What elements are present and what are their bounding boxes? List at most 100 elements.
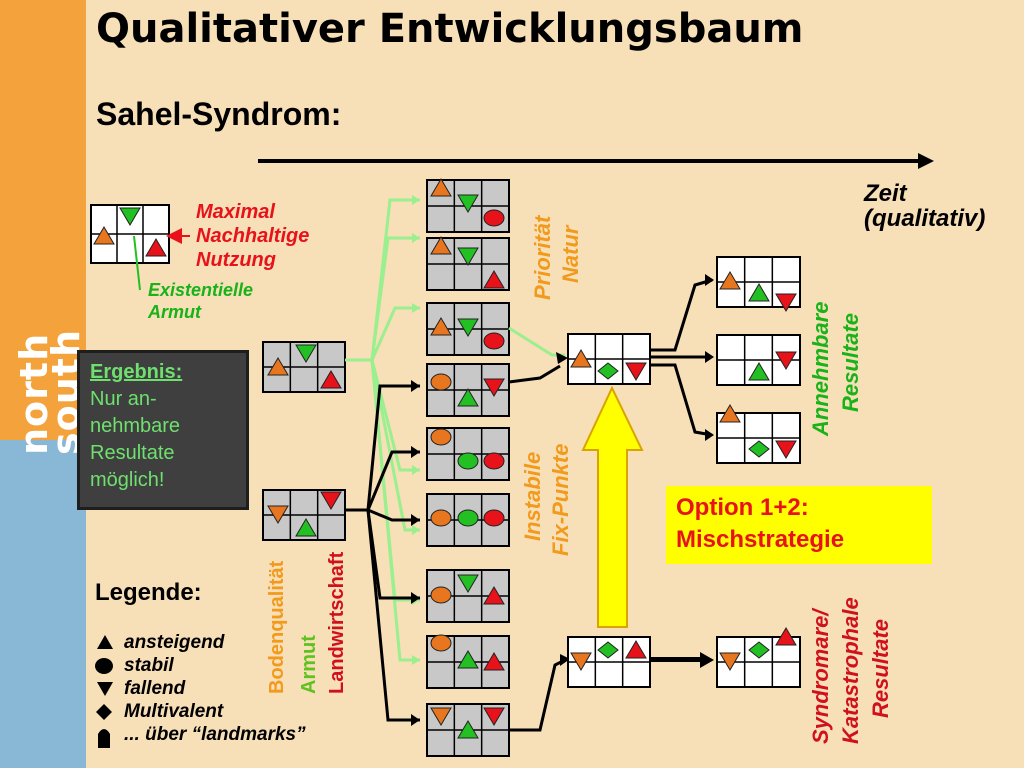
- result-branch-1: [650, 278, 713, 352]
- option-box: Option 1+2: Mischstrategie: [666, 486, 932, 564]
- triangle-up-mark: [430, 236, 452, 255]
- green-branch-2: [370, 236, 420, 361]
- triangle-up-mark: [320, 370, 342, 389]
- triangle-up-mark: [267, 357, 289, 376]
- legend-title: Legende:: [95, 579, 202, 606]
- legend-label: stabil: [124, 655, 174, 676]
- triangle-up-mark: [93, 226, 115, 245]
- option-line2: Mischstrategie: [676, 526, 845, 553]
- triangle-down-mark: [483, 707, 505, 726]
- time-label-line2: (qualitativ): [864, 205, 986, 232]
- key-green-line2: Armut: [148, 302, 201, 322]
- triangle-down-mark: [775, 440, 797, 459]
- result-branch-3: [650, 363, 713, 437]
- result-heading: Ergebnis:: [90, 361, 183, 383]
- triangle-up-mark: [430, 317, 452, 336]
- triangle-down-mark: [295, 344, 317, 363]
- triangle-up-mark: [457, 720, 479, 739]
- black-arrowhead: [705, 351, 714, 363]
- triangle-down-mark: [775, 351, 797, 370]
- triangle-down-mark: [267, 505, 289, 524]
- triangle-up-mark: [775, 627, 797, 646]
- legend-label: ansteigend: [124, 632, 225, 653]
- black-arrowhead: [560, 654, 570, 666]
- triangle-up-mark: [483, 270, 505, 289]
- triangle-down-mark: [570, 652, 592, 671]
- circle-mark: [457, 509, 479, 527]
- triangle-up-mark: [625, 640, 647, 659]
- black-arrowhead: [411, 380, 420, 392]
- triangle-up-mark: [748, 362, 770, 381]
- black-arrowhead: [556, 352, 568, 364]
- triangle-down-mark: [457, 318, 479, 337]
- green-arrowhead: [412, 465, 420, 475]
- green-arrowhead: [412, 195, 420, 205]
- circle-mark: [430, 428, 452, 446]
- triangle-up-mark: [430, 178, 452, 197]
- result-line3: Resultate: [90, 442, 175, 464]
- green-branch-3: [370, 306, 420, 361]
- page-title: Qualitativer Entwicklungsbaum: [96, 6, 804, 52]
- circle-icon: [95, 658, 113, 674]
- thick-arrow-shaft: [650, 657, 702, 662]
- triangle-up-mark: [748, 283, 770, 302]
- diamond-mark: [597, 362, 619, 380]
- left-sidebar-band: north south: [0, 0, 88, 768]
- black-arrowhead: [705, 429, 714, 441]
- black-arrowhead: [411, 592, 420, 604]
- yellow-up-arrow: [581, 385, 644, 628]
- green-arrowhead: [412, 303, 420, 313]
- diamond-icon: [96, 704, 112, 720]
- black-branch-5: [366, 509, 420, 722]
- key-red-line3: Nutzung: [196, 249, 276, 271]
- green-converge: [508, 326, 565, 357]
- legend-label: ... über “landmarks”: [124, 724, 306, 745]
- black-arrowhead: [700, 652, 714, 668]
- triangle-up-mark: [483, 586, 505, 605]
- triangle-down-mark: [457, 194, 479, 213]
- key-green-pointer: [133, 235, 141, 291]
- black-arrowhead: [705, 274, 714, 286]
- green-arrowhead: [412, 233, 420, 243]
- circle-mark: [457, 452, 479, 470]
- triangle-up-mark: [457, 650, 479, 669]
- legend-label: Multivalent: [124, 701, 224, 722]
- triangle-up-mark: [483, 652, 505, 671]
- triangle-down-mark: [775, 293, 797, 312]
- circle-mark: [430, 634, 452, 652]
- option-line1: Option 1+2:: [676, 494, 809, 521]
- circle-mark: [483, 452, 505, 470]
- black-branch-1: [345, 384, 420, 512]
- key-red-line1: Maximal: [196, 201, 275, 223]
- triangle-up-mark: [570, 349, 592, 368]
- triangle-down-icon: [97, 682, 113, 696]
- circle-mark: [430, 509, 452, 527]
- triangle-up-mark: [719, 404, 741, 423]
- time-axis-label: Zeit (qualitativ): [864, 181, 985, 231]
- result-line1: Nur an-: [90, 388, 157, 410]
- key-red-label: Maximal Nachhaltige Nutzung: [196, 200, 309, 272]
- triangle-down-mark: [457, 247, 479, 266]
- diamond-mark: [748, 641, 770, 659]
- circle-mark: [430, 586, 452, 604]
- key-green-label: Existentielle Armut: [148, 279, 253, 323]
- key-green-line1: Existentielle: [148, 280, 254, 300]
- circle-mark: [430, 373, 452, 391]
- page-subtitle: Sahel-Syndrom:: [96, 96, 342, 132]
- triangle-up-mark: [719, 271, 741, 290]
- result-line2: nehmbare: [90, 415, 181, 437]
- triangle-up-mark: [457, 388, 479, 407]
- sidebar-blue-band: [0, 440, 86, 768]
- diamond-mark: [597, 641, 619, 659]
- triangle-up-icon: [97, 635, 113, 649]
- black-converge: [508, 364, 561, 384]
- black-arrowhead: [411, 514, 420, 526]
- triangle-up-mark: [145, 238, 167, 257]
- result-box: Ergebnis: Nur an- nehmbare Resultate mög…: [77, 350, 249, 510]
- diamond-mark: [748, 440, 770, 458]
- triangle-down-mark: [320, 491, 342, 510]
- green-arrowhead: [412, 655, 420, 665]
- result-line4: möglich!: [90, 469, 165, 491]
- triangle-down-mark: [119, 207, 141, 226]
